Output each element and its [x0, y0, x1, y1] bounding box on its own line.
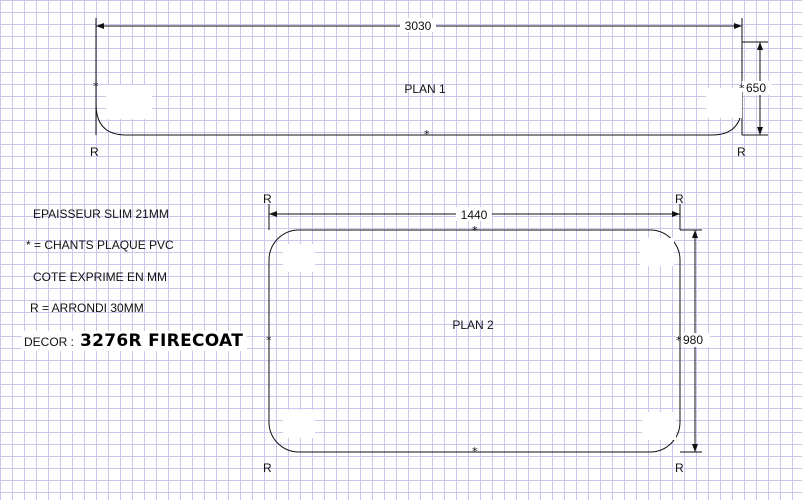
plan2-depth-mark: *	[676, 334, 682, 347]
plan1-length-arrow-right	[734, 23, 742, 29]
plan2-radius-bottom-left: R	[263, 461, 272, 475]
plan2-radius-top-right: R	[675, 192, 684, 206]
plan1-corner-patch-right	[706, 88, 742, 118]
plan2-group: 1440 * 980 * * * PLAN 2 R R R R	[263, 192, 710, 475]
plan2-length-arrow-left	[269, 211, 277, 217]
plan1-edge-mark-bottom: *	[424, 128, 430, 141]
plan1-corner-patch-left	[106, 85, 152, 119]
legend-thickness: EPAISSEUR SLIM 21MM	[33, 207, 169, 221]
plan1-length-label-bg	[400, 18, 436, 32]
plan2-edge-mark-bottom: *	[472, 445, 478, 458]
legend-decor: DECOR : 3276R FIRECOAT	[22, 331, 248, 351]
plan1-radius-right: R	[737, 145, 746, 159]
plan2-edge-mark-left: *	[266, 334, 272, 347]
plan2-corner-patch-tl	[283, 244, 315, 272]
plan1-depth-label: 650	[746, 81, 766, 95]
plan2-depth-arrow-top	[692, 230, 698, 238]
legend-units: COTE EXPRIME EN MM	[33, 270, 168, 284]
plan1-group: 3030 * 650 * * PLAN 1 R R	[90, 18, 772, 159]
plan2-length-label: 1440	[461, 208, 488, 222]
legend-radius: R = ARRONDI 30MM	[30, 301, 144, 315]
plan2-length-label-bg	[456, 207, 492, 221]
plan1-radius-left: R	[90, 145, 99, 159]
plan1-depth-arrow-bottom	[757, 127, 763, 135]
plan2-corner-patch-tr	[640, 238, 674, 266]
legend-edges: * = CHANTS PLAQUE PVC	[26, 238, 174, 252]
plan2-radius-top-left: R	[263, 192, 272, 206]
plan1-label: PLAN 1	[404, 82, 446, 96]
plan2-edge-mark-top: *	[472, 224, 478, 237]
plan2-corner-patch-br	[642, 412, 676, 440]
plan2-length-arrow-right	[672, 211, 680, 217]
plan2-corner-patch-bl	[283, 410, 315, 438]
plan2-depth-arrow-bottom	[692, 444, 698, 452]
plan1-length-arrow-left	[96, 23, 104, 29]
decor-label: DECOR :	[24, 335, 75, 349]
plan2-depth-label: 980	[683, 333, 703, 347]
plan1-depth-label-bg	[742, 81, 772, 95]
plan2-outline	[268, 229, 681, 453]
plan2-label: PLAN 2	[452, 318, 494, 332]
plan2-radius-bottom-right: R	[675, 461, 684, 475]
decor-value: 3276R FIRECOAT	[80, 331, 244, 351]
plan1-depth-arrow-top	[757, 42, 763, 50]
plan1-outline	[95, 92, 743, 136]
plan1-edge-mark-left: *	[93, 80, 99, 93]
plan2-depth-label-bg	[676, 333, 710, 347]
plan1-length-label: 3030	[405, 19, 432, 33]
